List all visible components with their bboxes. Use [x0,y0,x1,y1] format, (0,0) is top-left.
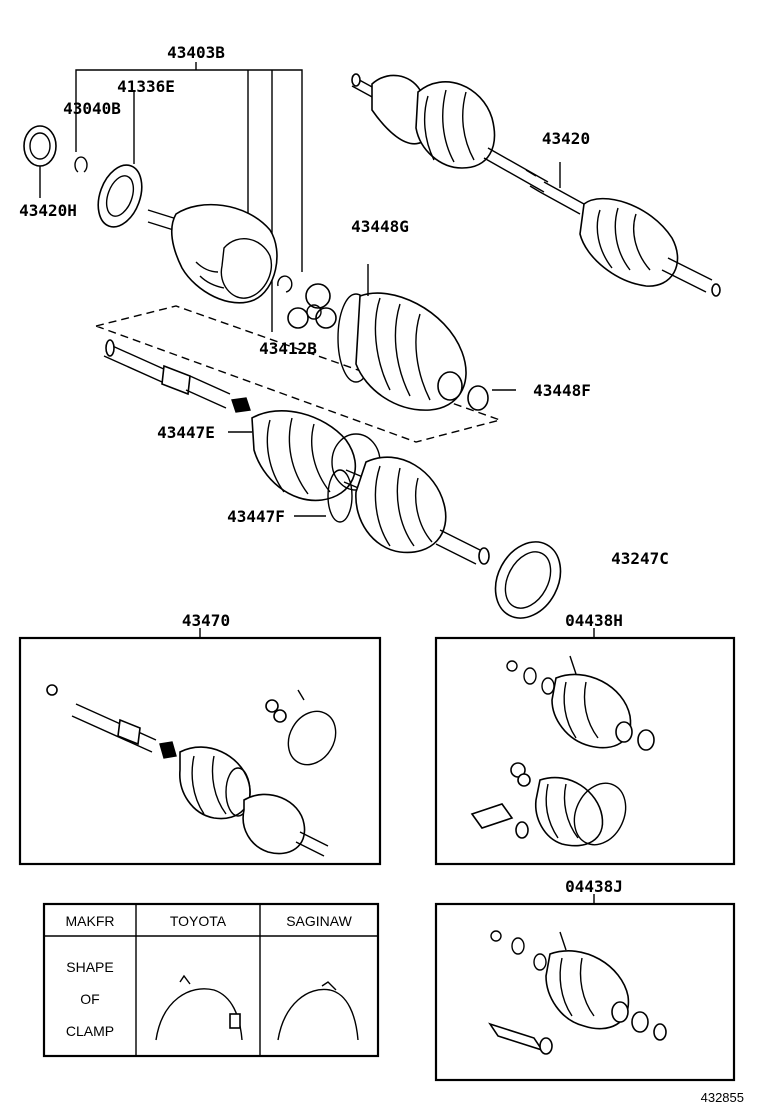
row-label-clamp: CLAMP [66,1023,114,1039]
label-43447F: 43447F [227,507,285,526]
intermediate-shaft [103,339,251,413]
snap-ring-43412B [277,275,293,293]
inboard-kit-dashed-frame [95,305,503,443]
saginaw-clamp-drawing [277,988,359,1041]
header-toyota: TOYOTA [170,913,227,929]
row-label-shape: SHAPE [66,959,113,975]
snap-ring-43040B [74,156,88,173]
label-43420H: 43420H [19,201,77,220]
label-43403B: 43403B [167,43,225,62]
header-saginaw: SAGINAW [286,913,352,929]
dust-deflector-43247C [494,541,562,619]
label-43447E: 43447E [157,423,215,442]
header-makfr: MAKFR [66,913,115,929]
figure-number: 432855 [701,1090,744,1105]
outboard-boot-43447F [294,456,490,565]
label-43420: 43420 [542,129,590,148]
label-04438J: 04438J [565,877,623,896]
clamp-table: MAKFR TOYOTA SAGINAW SHAPE OF CLAMP [42,902,380,1058]
label-04438H: 04438H [565,611,623,630]
dust-seal-41336E [97,164,143,228]
row-label-of: OF [80,991,99,1007]
tripod-joint [287,283,337,329]
toyota-clamp-drawing [155,988,243,1041]
outboard-joint-housing [147,203,278,304]
label-43448F: 43448F [533,381,591,400]
drive-shaft-assembly-43420 [351,73,721,297]
label-41336E: 41336E [117,77,175,96]
label-43412B: 43412B [259,339,317,358]
box-43470 [18,628,382,866]
label-43247C: 43247C [611,549,669,568]
box-04438J [434,894,736,1082]
box-04438H [434,628,736,866]
inboard-boot-43448G [337,264,467,411]
label-43470: 43470 [182,611,230,630]
bearing-43420H [23,125,57,198]
bracket-43403B [75,62,303,332]
label-43040B: 43040B [63,99,121,118]
boot-clamp-43448F [467,385,516,411]
label-43448G: 43448G [351,217,409,236]
